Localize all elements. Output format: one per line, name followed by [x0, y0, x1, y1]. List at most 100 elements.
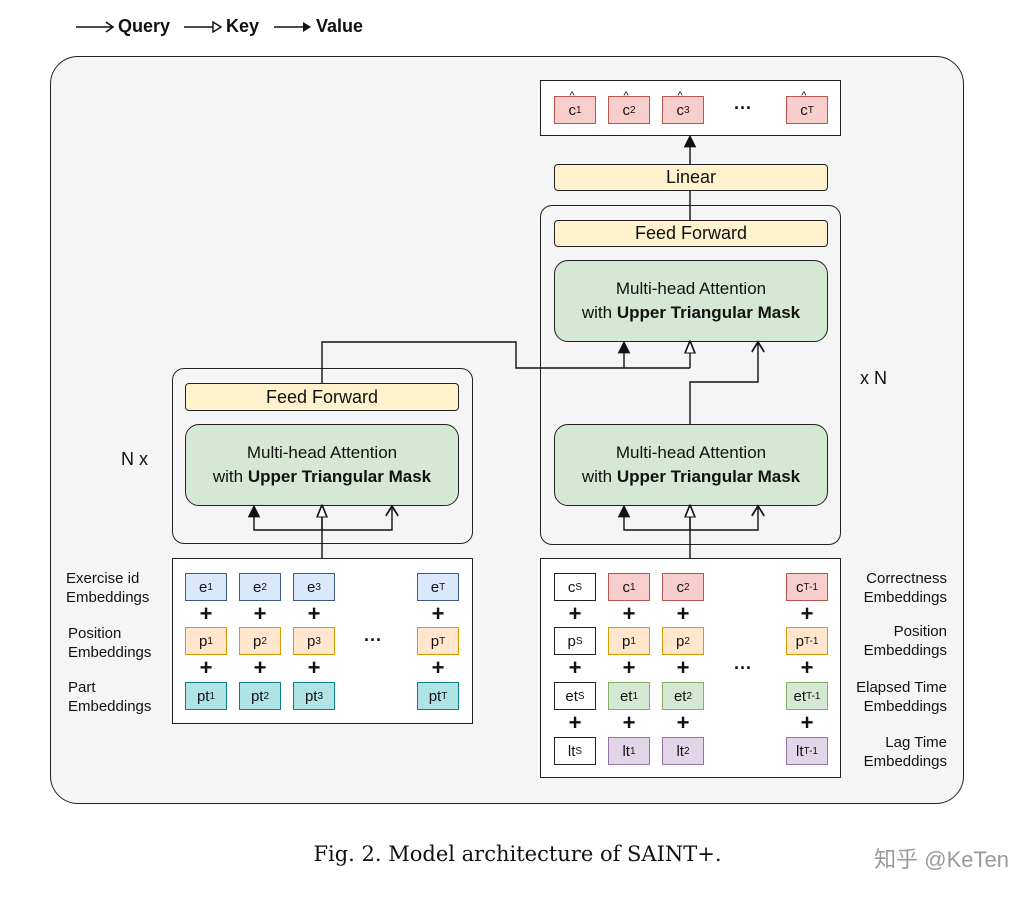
- output-token-2-base: c: [676, 90, 684, 119]
- decoder-plus-icon: +: [622, 710, 636, 735]
- encoder-position-token-1-subscript: 2: [261, 635, 267, 647]
- exercise-label-line2: Embeddings: [66, 589, 150, 606]
- decoder-plus-icon: +: [800, 710, 814, 735]
- output-token-1-subscript: 2: [629, 104, 636, 116]
- encoder-query-path: [322, 506, 392, 531]
- decoder-cross-attention-line1: Multi-head Attention: [615, 279, 767, 299]
- encoder-part-token-1-base: pt: [250, 687, 264, 705]
- encoder-exercise-token-2-base: e: [307, 578, 316, 596]
- decoder-lag-token-3-base: lt: [796, 742, 804, 760]
- encoder-plus-icon: +: [253, 601, 267, 626]
- decoder-cross-attention-mask: Upper Triangular Mask: [616, 303, 801, 322]
- decoder-correctness-token-0-subscript: S: [575, 581, 583, 593]
- encoder-position-token-2-subscript: 3: [315, 635, 321, 647]
- encoder-feed-forward: Feed Forward: [185, 383, 459, 411]
- legend-value-label: Value: [316, 16, 364, 36]
- encoder-attention-prefix: with: [212, 467, 244, 486]
- encoder-attention-mask: Upper Triangular Mask: [247, 467, 432, 486]
- encoder-feed-forward-label: Feed Forward: [265, 386, 379, 407]
- encoder-plus-icon: +: [199, 655, 213, 680]
- decoder-plus-icon: +: [568, 710, 582, 735]
- decoder-value-path: [617, 504, 690, 531]
- encoder-part-token-3-base: pt: [428, 687, 442, 705]
- legend-key: Key: [184, 16, 259, 37]
- correctness-label-line1: Correctness: [866, 570, 947, 587]
- output-token-3-subscript: T: [807, 104, 814, 116]
- encoder-exercise-token-3-subscript: T: [439, 581, 446, 593]
- decoder-self-attention-line2: with Upper Triangular Mask: [582, 465, 800, 489]
- encoder-position-token-3-subscript: T: [439, 635, 446, 647]
- figure-caption: Fig. 2. Model architecture of SAINT+.: [313, 842, 722, 866]
- encoder-attention-line2: with Upper Triangular Mask: [213, 465, 431, 489]
- output-token-2: c3: [662, 90, 704, 124]
- encoder-attention-line1: Multi-head Attention: [246, 443, 398, 463]
- decoder-plus-icon: +: [800, 655, 814, 680]
- decoder-plus-icon: +: [622, 655, 636, 680]
- legend-query-label: Query: [118, 16, 171, 36]
- decoder-lag-token-1-subscript: 1: [629, 745, 636, 757]
- legend-value: Value: [274, 16, 363, 37]
- decoder-correctness-token-1-base: c: [622, 578, 630, 596]
- output-token-0-subscript: 1: [575, 104, 582, 116]
- key-arrow-icon: [184, 20, 222, 33]
- decoder-correctness-token-3-subscript: T-1: [803, 581, 818, 593]
- encoder-exercise-token-3-base: e: [430, 578, 440, 596]
- decoder-correctness-token-0-base: c: [567, 578, 576, 596]
- decoder-elapsed-token-1-base: et: [619, 687, 633, 705]
- decoder-elapsed-token-2-subscript: 2: [686, 690, 693, 702]
- decoder-plus-icon: +: [676, 655, 690, 680]
- output-ellipsis: ···: [734, 98, 752, 118]
- encoder-position-token-1-base: p: [253, 632, 262, 650]
- encoder-exercise-token-0-base: e: [199, 578, 208, 596]
- encoder-position-token-0-base: p: [199, 632, 208, 650]
- decoder-elapsed-token-0-subscript: S: [577, 690, 585, 702]
- linear-layer: Linear: [554, 164, 828, 191]
- decoder-lag-token-1-base: lt: [622, 742, 630, 760]
- encoder-plus-icon: +: [431, 655, 445, 680]
- decoder-self-output-path: [689, 342, 758, 424]
- decoder-correctness-token-2-base: c: [676, 578, 684, 596]
- decoder-plus-icon: +: [676, 601, 690, 626]
- decoder-position-label-line1: Position: [893, 623, 947, 640]
- encoder-exercise-token-1-base: e: [253, 578, 262, 596]
- watermark: 知乎 @KeTen: [874, 847, 1009, 872]
- decoder-elapsed-token-1-subscript: 1: [632, 690, 639, 702]
- encoder-part-token-0-subscript: 1: [209, 690, 216, 702]
- position-label-line2: Embeddings: [68, 644, 152, 661]
- encoder-plus-icon: +: [431, 601, 445, 626]
- decoder-plus-icon: +: [676, 710, 690, 735]
- output-token-0: c1: [554, 90, 596, 124]
- decoder-plus-icon: +: [568, 601, 582, 626]
- correctness-label-line2: Embeddings: [863, 589, 947, 606]
- decoder-position-label-line2: Embeddings: [863, 642, 947, 659]
- decoder-correctness-token-1-subscript: 1: [629, 581, 636, 593]
- encoder-repeat-label: N x: [121, 449, 148, 469]
- decoder-elapsed-token-3-subscript: T-1: [806, 690, 821, 702]
- decoder-position-token-2-base: p: [676, 632, 685, 650]
- encoder-plus-icon: +: [307, 655, 321, 680]
- encoder-value-path: [247, 504, 322, 531]
- decoder-position-token-2-subscript: 2: [684, 635, 690, 647]
- encoder-part-token-3-subscript: T: [441, 690, 448, 702]
- decoder-query-path: [690, 506, 758, 531]
- decoder-cross-attention: Multi-head Attention with Upper Triangul…: [554, 260, 828, 342]
- decoder-elapsed-token-2-base: et: [673, 687, 687, 705]
- encoder-position-token-3-base: p: [430, 632, 440, 650]
